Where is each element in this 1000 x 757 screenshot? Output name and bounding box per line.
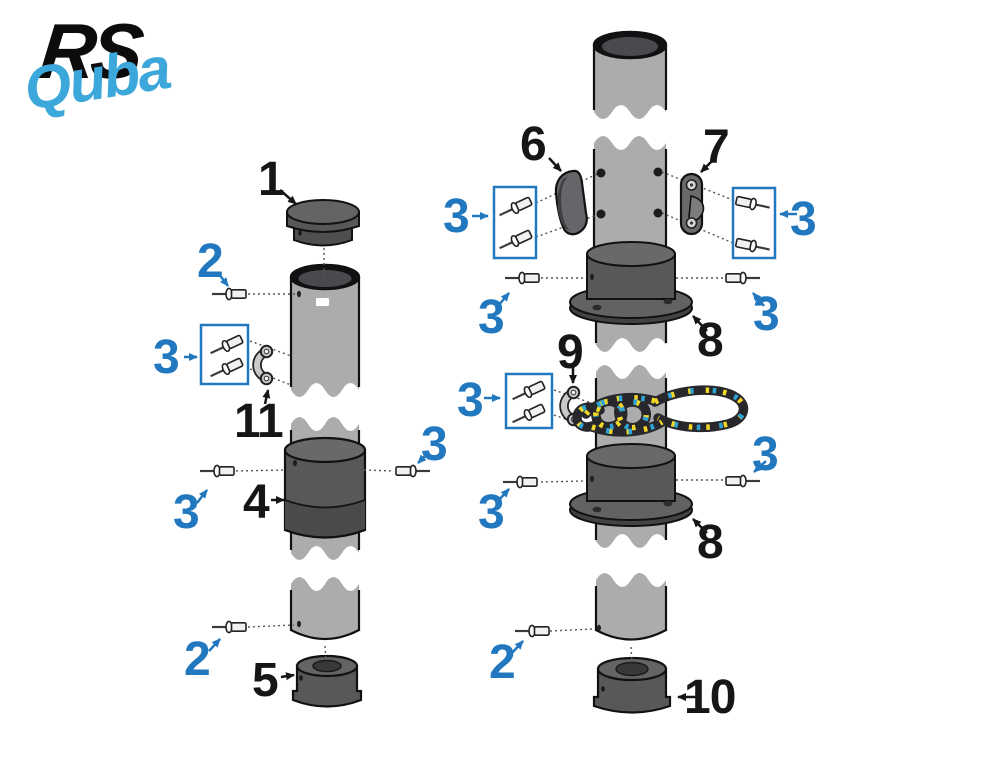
rs-quba-logo: RS Quba [18,4,258,139]
callout-part3-left-of-joiner: 3 [173,486,200,539]
part8-collar-flange-bottom [569,443,693,527]
callout-part10: 10 [684,671,736,724]
callout-part3-box-right-assy-left: 3 [443,190,470,243]
left-tube-bottom-section [289,577,361,640]
tube-sticker [316,298,329,306]
screw-part2-top [210,287,248,301]
callout-part2-bottom-left: 2 [184,633,211,686]
part8-collar-flange-top [569,241,693,325]
part7-eye-strap [679,172,705,236]
callout-part7: 7 [703,121,730,174]
callout-part2-top-left: 2 [197,235,224,288]
rope-knot [577,390,744,432]
rivet-box-part3 [199,323,250,386]
part4-joiner-collar [283,436,367,539]
callout-part3-collar-top-left: 3 [478,291,505,344]
callout-part2-bottom-right: 2 [489,636,516,689]
part11-lacing-eye-clip [249,340,292,385]
callout-part3-collar-top-right: 3 [753,288,780,341]
callout-part8-bottom: 8 [697,516,724,569]
dotted-guide-lines-top [535,171,734,244]
callout-part4: 4 [243,476,270,529]
part5-bottom-plug [291,654,363,708]
callout-arrows-blue [184,210,797,654]
right-mast-assembly [492,30,777,714]
callout-part3-box-mid: 3 [457,374,484,427]
part10-bottom-plug [592,656,672,714]
tube-fitting-holes [596,167,663,219]
callout-part1: 1 [258,153,285,206]
screw-hole [297,290,301,298]
rivet-part3 [198,464,236,478]
callout-part5: 5 [252,654,279,707]
part1-mast-top-cap [286,199,360,247]
callout-part3-box-left: 3 [153,331,180,384]
callout-part3-right-of-joiner: 3 [421,418,448,471]
assembly-axis-dotted-lines [323,248,327,662]
callout-part8-top: 8 [697,314,724,367]
callout-part3-collar-bottom-right: 3 [752,428,779,481]
screw-part2-bottom [513,624,551,638]
right-tube-sections [592,30,668,641]
rivet-part3 [501,475,539,489]
rivet-part3 [724,271,762,285]
callout-part11: 11 [234,395,284,448]
rivet-part3 [503,271,541,285]
callout-part3-box-right-assy-right: 3 [790,193,817,246]
part6-cleat [554,169,588,236]
callout-arrows-black [262,157,715,701]
left-tube-upper-section [289,263,361,397]
left-mast-assembly [198,199,432,708]
callout-part9: 9 [557,326,584,379]
fasteners-left-assembly [198,287,432,634]
callout-part3-collar-bottom-left: 3 [478,486,505,539]
callout-part6: 6 [520,118,547,171]
screw-part2-bottom [210,620,248,634]
fasteners-right-assembly [492,185,777,638]
